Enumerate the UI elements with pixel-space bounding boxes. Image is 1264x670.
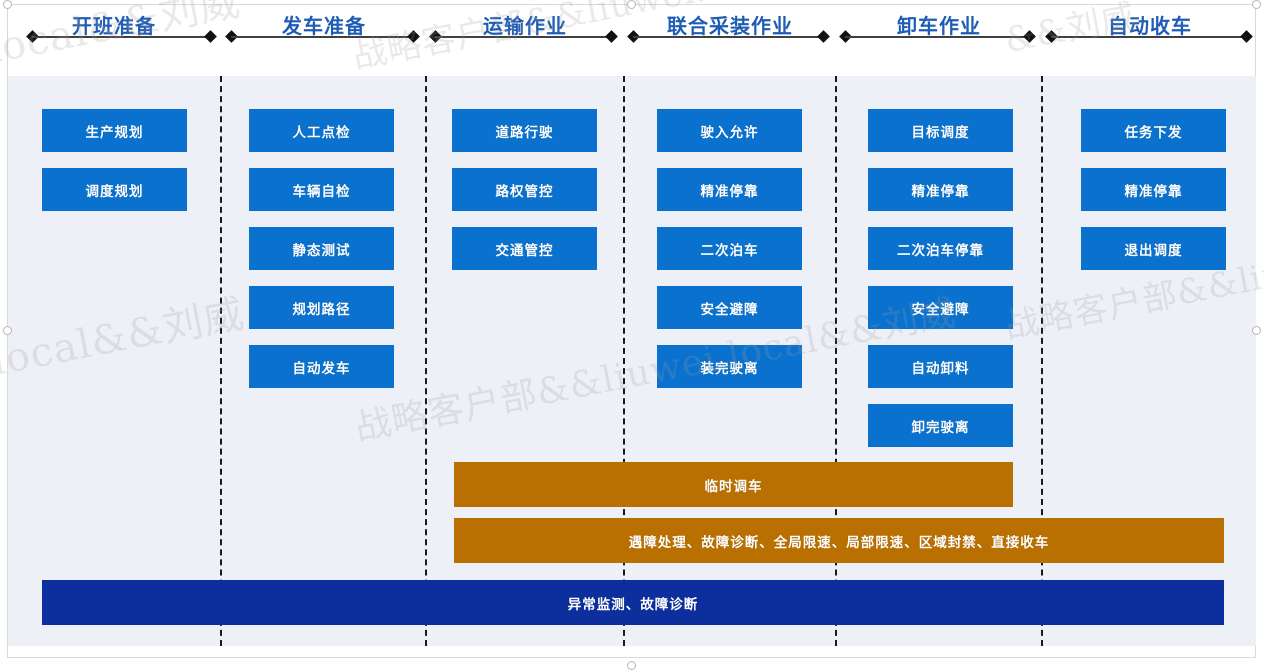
process-box[interactable]: 道路行驶: [452, 109, 597, 152]
process-box[interactable]: 退出调度: [1081, 227, 1226, 270]
process-box[interactable]: 安全避障: [868, 286, 1013, 329]
temporary-dispatch-bar[interactable]: 临时调车: [454, 462, 1013, 507]
phase-connector: [8, 30, 220, 44]
process-box[interactable]: 装完驶离: [657, 345, 802, 388]
resize-handle-middle-right[interactable]: [1252, 326, 1261, 335]
process-box[interactable]: 精准停靠: [657, 168, 802, 211]
connector-diamond-end: [1240, 30, 1253, 43]
phase-title: 开班准备: [72, 16, 156, 38]
column-divider-4: [835, 76, 837, 646]
process-box[interactable]: 精准停靠: [868, 168, 1013, 211]
resize-handle-middle-left[interactable]: [3, 326, 12, 335]
phase-2: 发车准备: [224, 0, 424, 72]
column-divider-5: [1041, 76, 1043, 646]
connector-line: [32, 36, 214, 38]
phase-6: 自动收车: [1044, 0, 1256, 72]
connector-diamond-end: [204, 30, 217, 43]
process-box[interactable]: 自动发车: [249, 345, 394, 388]
connector-diamond-end: [605, 30, 618, 43]
column-divider-2: [425, 76, 427, 646]
resize-handle-top-left[interactable]: [3, 0, 12, 9]
connector-line: [1051, 36, 1245, 38]
process-box[interactable]: 调度规划: [42, 168, 187, 211]
resize-handle-top-right[interactable]: [1252, 0, 1261, 9]
process-box[interactable]: 交通管控: [452, 227, 597, 270]
phase-title: 运输作业: [483, 16, 567, 38]
phase-connector: [1044, 30, 1256, 44]
process-box[interactable]: 二次泊车停靠: [868, 227, 1013, 270]
phase-title: 卸车作业: [897, 16, 981, 38]
connector-line: [231, 36, 413, 38]
phase-3: 运输作业: [428, 0, 622, 72]
column-divider-1: [220, 76, 222, 646]
phase-5: 卸车作业: [838, 0, 1040, 72]
resize-handle-bottom-center[interactable]: [627, 661, 636, 670]
process-box[interactable]: 静态测试: [249, 227, 394, 270]
phase-connector: [428, 30, 622, 44]
phase-title: 发车准备: [282, 16, 366, 38]
phase-title: 联合采装作业: [667, 16, 793, 38]
process-box[interactable]: 自动卸料: [868, 345, 1013, 388]
process-box[interactable]: 目标调度: [868, 109, 1013, 152]
process-box[interactable]: 卸完驶离: [868, 404, 1013, 447]
process-box[interactable]: 二次泊车: [657, 227, 802, 270]
connector-line: [845, 36, 1029, 38]
connector-line: [633, 36, 823, 38]
phase-1: 开班准备: [8, 0, 220, 72]
connector-line: [435, 36, 611, 38]
process-box[interactable]: 生产规划: [42, 109, 187, 152]
phase-connector: [838, 30, 1040, 44]
column-divider-3: [623, 76, 625, 646]
process-box[interactable]: 安全避障: [657, 286, 802, 329]
connector-diamond-end: [1023, 30, 1036, 43]
phase-connector: [224, 30, 424, 44]
phase-connector: [626, 30, 834, 44]
phase-4: 联合采装作业: [626, 0, 834, 72]
process-box[interactable]: 路权管控: [452, 168, 597, 211]
process-box[interactable]: 规划路径: [249, 286, 394, 329]
connector-diamond-end: [817, 30, 830, 43]
phase-header: 开班准备 发车准备 运输作业 联合采装作业: [0, 0, 1264, 72]
exception-handling-bar[interactable]: 遇障处理、故障诊断、全局限速、局部限速、区域封禁、直接收车: [454, 518, 1224, 563]
phase-title: 自动收车: [1108, 16, 1192, 38]
monitoring-diagnosis-bar[interactable]: 异常监测、故障诊断: [42, 580, 1224, 625]
connector-diamond-end: [407, 30, 420, 43]
process-box[interactable]: 车辆自检: [249, 168, 394, 211]
process-box[interactable]: 精准停靠: [1081, 168, 1226, 211]
process-box[interactable]: 任务下发: [1081, 109, 1226, 152]
resize-handle-top-center[interactable]: [627, 0, 636, 9]
process-box[interactable]: 驶入允许: [657, 109, 802, 152]
process-box[interactable]: 人工点检: [249, 109, 394, 152]
